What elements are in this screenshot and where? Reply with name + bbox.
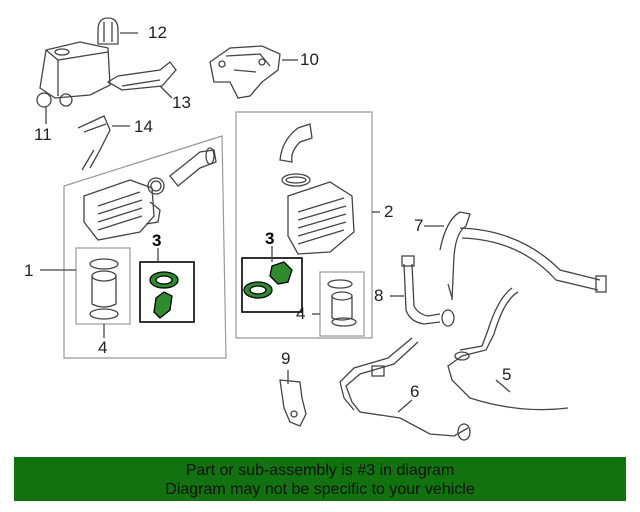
part-14-bracket [77, 115, 111, 171]
part-7-hose [439, 211, 607, 301]
callout-3-left: 3 [152, 231, 162, 250]
part-4-right-seals [327, 279, 357, 327]
part-4-left-seals [89, 258, 119, 320]
part-12-cap [97, 17, 119, 45]
callout-14: 14 [134, 117, 153, 136]
part-13-bracket [106, 61, 177, 91]
box-3-left [139, 261, 195, 323]
part-9-bracket [279, 379, 307, 427]
part-3-highlight [149, 261, 293, 319]
callout-6: 6 [410, 382, 420, 401]
box-4-right [319, 271, 365, 337]
callout-8: 8 [374, 286, 384, 305]
part-5-pipe [447, 287, 569, 411]
callout-4-left: 4 [98, 338, 108, 357]
callout-12: 12 [148, 23, 167, 42]
callout-1: 1 [24, 261, 34, 280]
diagram-notice-banner: Part or sub-assembly is #3 in diagram Di… [14, 457, 626, 501]
part-11-reservoir [36, 41, 111, 108]
notice-line-1: Part or sub-assembly is #3 in diagram [185, 462, 455, 479]
callout-5: 5 [502, 365, 512, 384]
callout-13: 13 [172, 93, 191, 112]
callout-9: 9 [281, 349, 291, 368]
part-6-pipe [339, 337, 471, 441]
part-10-duct-bracket [209, 45, 281, 99]
part-3-left-sensor [153, 291, 173, 319]
callout-10: 10 [300, 50, 319, 69]
callout-4-right: 4 [296, 304, 306, 323]
part-1-intercooler [83, 179, 161, 241]
part-1-hose [147, 147, 217, 195]
callout-3-right: 3 [265, 229, 275, 248]
box-1 [63, 135, 227, 359]
notice-line-2: Diagram may not be specific to your vehi… [165, 481, 475, 498]
part-3-right-sensor [269, 261, 293, 285]
parts-diagram [36, 17, 607, 441]
callout-2: 2 [384, 202, 394, 221]
box-2 [235, 111, 373, 339]
part-8-pipe [401, 255, 455, 327]
part-2-intercooler [279, 123, 355, 255]
box-4-left [75, 247, 131, 325]
callout-11: 11 [34, 125, 52, 144]
callout-7: 7 [414, 216, 424, 235]
